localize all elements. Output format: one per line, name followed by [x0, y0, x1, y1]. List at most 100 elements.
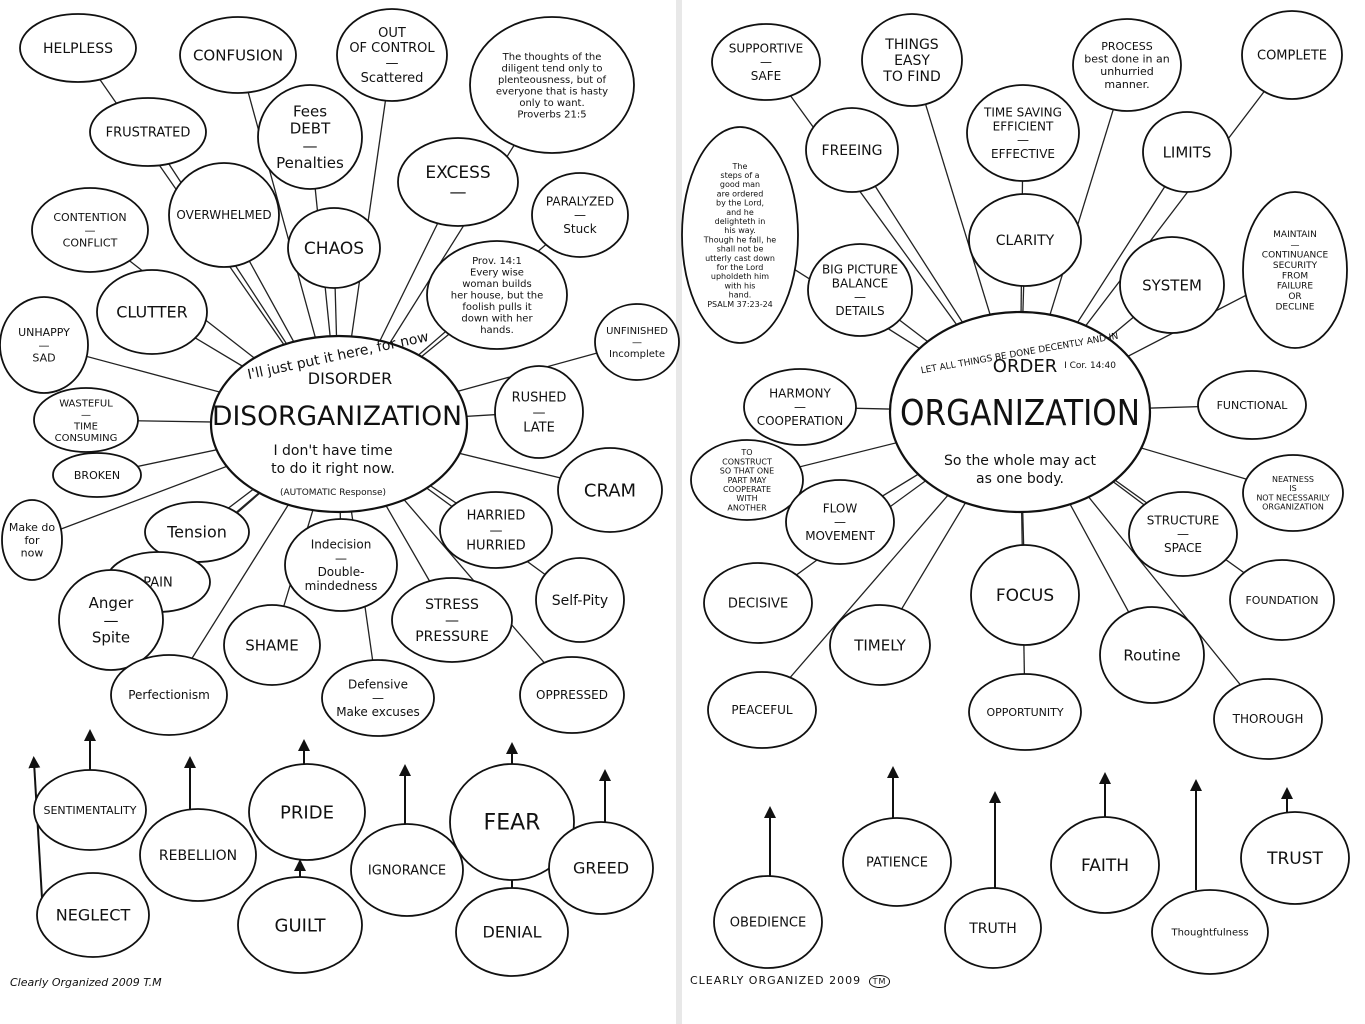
- right-complete-line-0: COMPLETE: [1257, 49, 1327, 64]
- right-structure-ellipse: [1128, 491, 1238, 577]
- left-center-ellipse: [209, 334, 469, 514]
- left-overwhelmed-line-0: OVERWHELMED: [176, 208, 271, 222]
- left-defensive-ellipse: [321, 659, 435, 737]
- left-root-neglect-ellipse: [36, 872, 150, 958]
- right-center-ref: I Cor. 14:40: [1064, 361, 1116, 371]
- left-root-greed-line-0: GREED: [573, 859, 629, 878]
- left-proverb-diligent-line-2: plenteousness, but of: [498, 75, 607, 86]
- right-psalm-line-7: his way.: [724, 226, 756, 235]
- right-neatness-line-1: IS: [1289, 484, 1296, 493]
- left-center-bottom-note-1: I don't have time: [273, 443, 392, 459]
- right-flow-line-0: FLOW: [823, 501, 858, 515]
- right-harmony-ellipse: [743, 368, 857, 446]
- right-flow-line-1: —: [834, 515, 846, 529]
- right-maintain-line-4: FROM: [1282, 271, 1308, 281]
- left-cram-line-0: CRAM: [584, 480, 636, 501]
- right-process-ellipse: [1072, 18, 1182, 112]
- right-decisive-node: DECISIVE: [703, 562, 813, 644]
- left-helpless-ellipse: [19, 13, 137, 83]
- left-root-pride-node: PRIDE: [248, 763, 366, 861]
- left-contention-node: CONTENTION—CONFLICT: [31, 187, 149, 273]
- right-efficient-line-1: EFFICIENT: [993, 119, 1054, 133]
- right-neatness-line-3: ORGANIZATION: [1262, 503, 1324, 512]
- left-broken-ellipse: [52, 452, 142, 498]
- left-shame-ellipse: [223, 604, 321, 686]
- right-supportive-line-1: —: [760, 55, 772, 69]
- right-timely-node: TIMELY: [829, 604, 931, 686]
- left-root-guilt-line-0: GUILT: [275, 915, 327, 936]
- right-functional-line-0: FUNCTIONAL: [1217, 399, 1289, 412]
- right-root-thoughtfulness-line-0: Thoughtfulness: [1170, 928, 1248, 939]
- left-out-of-control-line-3: Scattered: [361, 71, 424, 86]
- left-center-node: I'll just put it here, for nowDISORDERDI…: [209, 329, 469, 514]
- left-paralyzed-ellipse: [531, 172, 629, 258]
- left-root-greed-node: GREED: [548, 821, 654, 915]
- right-maintain-line-6: OR: [1288, 292, 1301, 302]
- right-balance-ellipse: [807, 243, 913, 337]
- left-tension-line-0: Tension: [166, 523, 227, 542]
- left-debt-line-0: Fees: [293, 102, 327, 120]
- left-unhappy-line-2: SAD: [32, 352, 55, 365]
- right-root-truth-node: TRUTH: [944, 887, 1042, 969]
- left-make-do-line-2: now: [21, 547, 44, 560]
- left-chaos-line-0: CHAOS: [304, 239, 364, 259]
- center-bubbles: I'll just put it here, for nowDISORDERDI…: [209, 310, 1152, 514]
- right-psalm-line-6: delighteth in: [715, 217, 766, 226]
- left-unhappy-ellipse: [0, 296, 89, 394]
- right-efficient-line-3: EFFECTIVE: [991, 147, 1055, 161]
- left-rushed-line-1: —: [533, 406, 546, 421]
- left-clutter-ellipse: [96, 269, 208, 355]
- right-foundation-line-0: FOUNDATION: [1245, 594, 1318, 607]
- left-chaos-ellipse: [287, 207, 381, 289]
- left-harried-line-2: HURRIED: [466, 539, 525, 554]
- left-wasteful-line-0: WASTEFUL: [59, 398, 113, 409]
- left-stress-line-2: PRESSURE: [415, 629, 489, 645]
- right-psalm-line-14: hand.: [729, 291, 752, 300]
- right-neatness-ellipse: [1242, 454, 1344, 532]
- left-wasteful-line-3: CONSUMING: [55, 433, 118, 444]
- left-confusion-line-0: CONFUSION: [193, 46, 283, 64]
- right-root-truth-line-0: TRUTH: [968, 921, 1017, 937]
- right-system-line-0: SYSTEM: [1142, 276, 1202, 294]
- right-efficient-ellipse: [966, 84, 1080, 182]
- right-supportive-ellipse: [711, 23, 821, 101]
- right-system-ellipse: [1119, 236, 1225, 334]
- right-center-ellipse: [888, 310, 1152, 514]
- left-root-rebellion-node: REBELLION: [139, 808, 257, 902]
- left-defensive-line-1: —: [372, 691, 384, 705]
- left-debt-ellipse: [257, 84, 363, 190]
- right-routine-ellipse: [1099, 606, 1205, 704]
- left-frustrated-line-0: FRUSTRATED: [106, 126, 191, 141]
- left-center-caption: (AUTOMATIC Response): [280, 488, 386, 498]
- right-peaceful-ellipse: [707, 671, 817, 749]
- left-root-neglect-arrow: [28, 756, 44, 916]
- left-out-of-control-line-1: OF CONTROL: [349, 41, 435, 56]
- right-thorough-ellipse: [1213, 678, 1323, 760]
- right-maintain-line-7: DECLINE: [1276, 302, 1315, 312]
- left-anger-line-1: —: [104, 611, 119, 629]
- left-root-guilt-node: GUILT: [237, 876, 363, 974]
- left-anger-node: Anger—Spite: [58, 569, 164, 671]
- left-shame-line-0: SHAME: [245, 636, 298, 654]
- left-contention-line-0: CONTENTION: [53, 211, 126, 224]
- left-defensive-line-0: Defensive: [348, 677, 408, 691]
- left-indecision-line-2: Double-: [318, 565, 365, 579]
- right-things-easy-ellipse: [861, 13, 963, 107]
- right-maintain-ellipse: [1242, 191, 1348, 349]
- left-unfinished-line-1: —: [632, 338, 642, 349]
- right-balance-line-2: —: [854, 290, 866, 304]
- left-excess-ellipse: [397, 137, 519, 227]
- left-perfectionism-node: Perfectionism: [110, 654, 228, 736]
- left-proverb-wise-line-0: Prov. 14:1: [472, 256, 522, 267]
- left-proverb-wise-line-3: her house, but the: [451, 291, 544, 302]
- right-process-line-3: manner.: [1104, 78, 1149, 91]
- left-excess-line-0: EXCESS: [425, 163, 490, 183]
- left-root-fear-line-0: FEAR: [484, 811, 541, 836]
- left-debt-line-1: DEBT: [290, 120, 331, 138]
